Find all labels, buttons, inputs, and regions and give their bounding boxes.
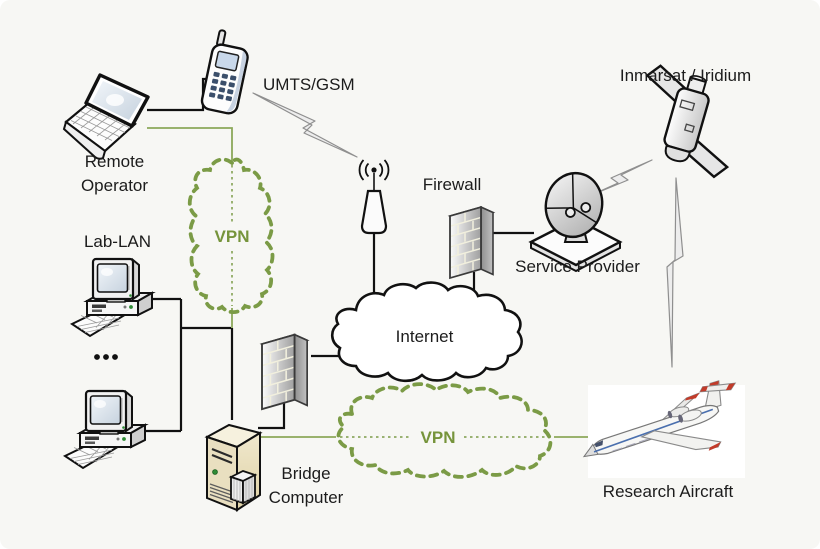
desktop-computer-icon-1 <box>70 257 154 338</box>
label-internet: Internet <box>395 327 454 346</box>
lightning-bolt-umts <box>252 92 358 158</box>
firewall-icon-bridge <box>261 333 309 411</box>
ellipsis-dots <box>94 354 118 360</box>
label-vpn-tunnel-1: VPN <box>214 227 250 246</box>
vpn-cloud-vertical <box>187 157 275 315</box>
label-bridge-computer: Bridge Computer <box>268 464 344 507</box>
internet-cloud <box>330 281 523 383</box>
vpn-dotted-lines <box>231 165 552 438</box>
lightning-bolt-aircraft-link <box>666 177 684 368</box>
vpn-cloud-horizontal <box>336 382 553 479</box>
antenna-icon <box>358 159 390 235</box>
desktop-computer-icon-2 <box>63 389 147 470</box>
satellite-icon <box>645 64 730 179</box>
mobile-phone-icon <box>200 29 249 115</box>
connection-lines-black <box>145 77 534 433</box>
satellite-dish-icon <box>528 171 623 273</box>
label-research-aircraft: Research Aircraft <box>602 482 734 501</box>
laptop-icon <box>62 73 150 160</box>
label-firewall: Firewall <box>422 175 482 194</box>
label-vpn-tunnel-2: VPN <box>420 428 456 447</box>
connection-lines-green <box>147 127 637 438</box>
bridge-computer-icon <box>204 423 263 512</box>
label-lab-lan: Lab-LAN <box>83 232 152 251</box>
label-remote-operator: Remote Operator <box>80 152 149 195</box>
label-service-provider: Service Provider <box>515 257 640 276</box>
research-aircraft-image <box>582 380 745 478</box>
label-umts-gsm: UMTS/GSM <box>263 75 355 94</box>
label-inmarsat-iridium: Inmarsat / Iridium <box>619 66 752 85</box>
firewall-icon-provider <box>449 206 494 279</box>
